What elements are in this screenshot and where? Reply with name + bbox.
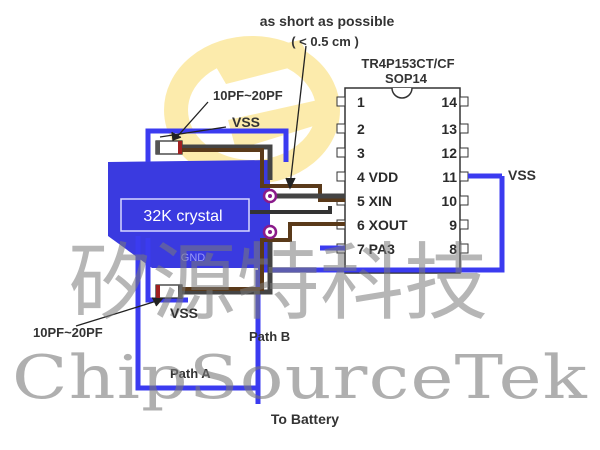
arrows	[75, 45, 307, 327]
pin-11-label: 11	[442, 169, 457, 185]
pin-3-label: 3	[357, 145, 365, 161]
cap-bottom-label: 10PF~20PF	[33, 325, 103, 340]
path-b-label: Path B	[249, 329, 290, 344]
pin-5-label: 5 XIN	[357, 193, 392, 209]
crystal-label: 32K crystal	[143, 208, 222, 225]
logo-watermark	[164, 36, 340, 184]
note-short-line2: ( < 0.5 cm )	[291, 34, 359, 49]
ic-chip	[344, 87, 461, 274]
pin-8-label: 8	[449, 241, 457, 257]
path-a-label: Path A	[170, 366, 211, 381]
via-xin	[262, 188, 278, 204]
pin-6-label: 6 XOUT	[357, 217, 408, 233]
pin-9-label: 9	[449, 217, 457, 233]
oscillator-traces	[182, 144, 345, 295]
pin-4-label: 4 VDD	[357, 169, 398, 185]
gnd-label: GND	[181, 252, 206, 264]
vss-top-label: VSS	[232, 114, 260, 130]
capacitor-top	[155, 140, 183, 155]
pin-2-label: 2	[357, 121, 365, 137]
pin-7-label: 7 PA3	[357, 241, 395, 257]
cap-top-label: 10PF~20PF	[213, 88, 283, 103]
vss-bottom-label: VSS	[170, 305, 198, 321]
pin-10-label: 10	[441, 193, 457, 209]
chip-package: SOP14	[385, 71, 428, 86]
battery-label: To Battery	[271, 411, 339, 427]
pin-1-label: 1	[357, 94, 365, 110]
pin-12-label: 12	[441, 145, 457, 161]
chip-name: TR4P153CT/CF	[361, 56, 454, 71]
via-xout	[262, 224, 278, 240]
right-pin-boxes	[459, 96, 469, 254]
watermark-latin: ChipSourceTek	[12, 343, 588, 413]
watermark-cjk: 矽源特科技	[68, 234, 488, 332]
pin-14-label: 14	[441, 94, 457, 110]
pin-13-label: 13	[441, 121, 457, 137]
note-short-line1: as short as possible	[260, 13, 395, 29]
vss-right-label: VSS	[508, 167, 536, 183]
